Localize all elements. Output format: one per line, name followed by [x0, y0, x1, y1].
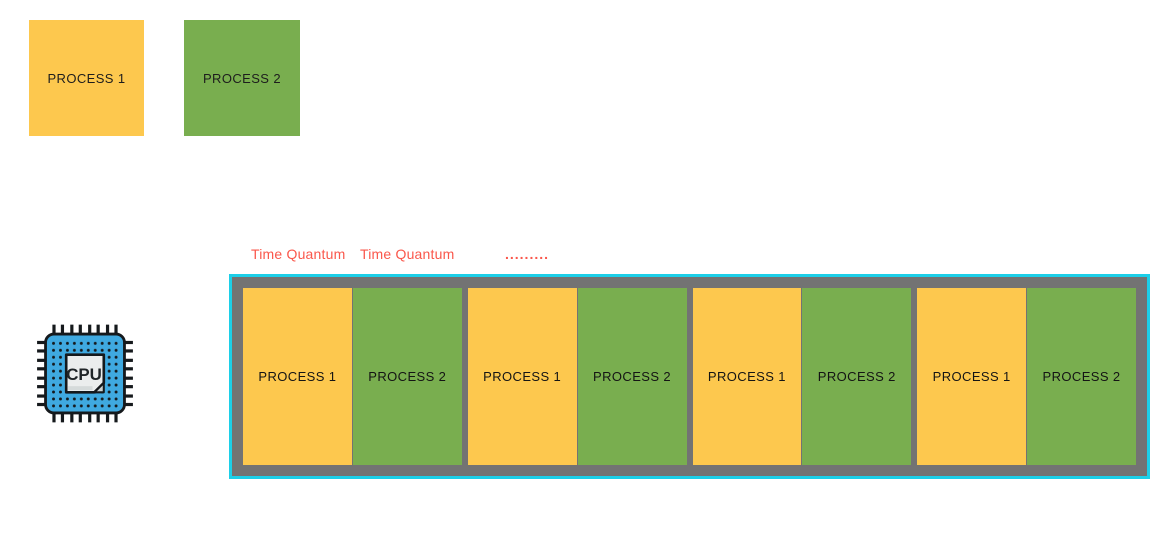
timeline-block: PROCESS 1 [917, 288, 1027, 465]
timeline-block: PROCESS 1 [243, 288, 352, 465]
timeline-block: PROCESS 2 [802, 288, 912, 465]
timeline-block: PROCESS 2 [352, 288, 462, 465]
time-quantum-label-2: Time Quantum [360, 246, 455, 262]
time-quantum-label-1: Time Quantum [251, 246, 346, 262]
time-quantum-ellipsis: ......... [505, 246, 550, 262]
cpu-label: CPU [66, 365, 102, 384]
process1-box: PROCESS 1 [29, 20, 144, 136]
timeline-block: PROCESS 1 [692, 288, 802, 465]
process2-box: PROCESS 2 [184, 20, 300, 136]
cpu-icon: CPU [36, 319, 134, 428]
process1-label: PROCESS 1 [47, 70, 126, 86]
timeline-block: PROCESS 2 [577, 288, 687, 465]
timeline-block: PROCESS 2 [1027, 288, 1136, 465]
timeline-block: PROCESS 1 [467, 288, 577, 465]
process2-label: PROCESS 2 [202, 70, 281, 86]
